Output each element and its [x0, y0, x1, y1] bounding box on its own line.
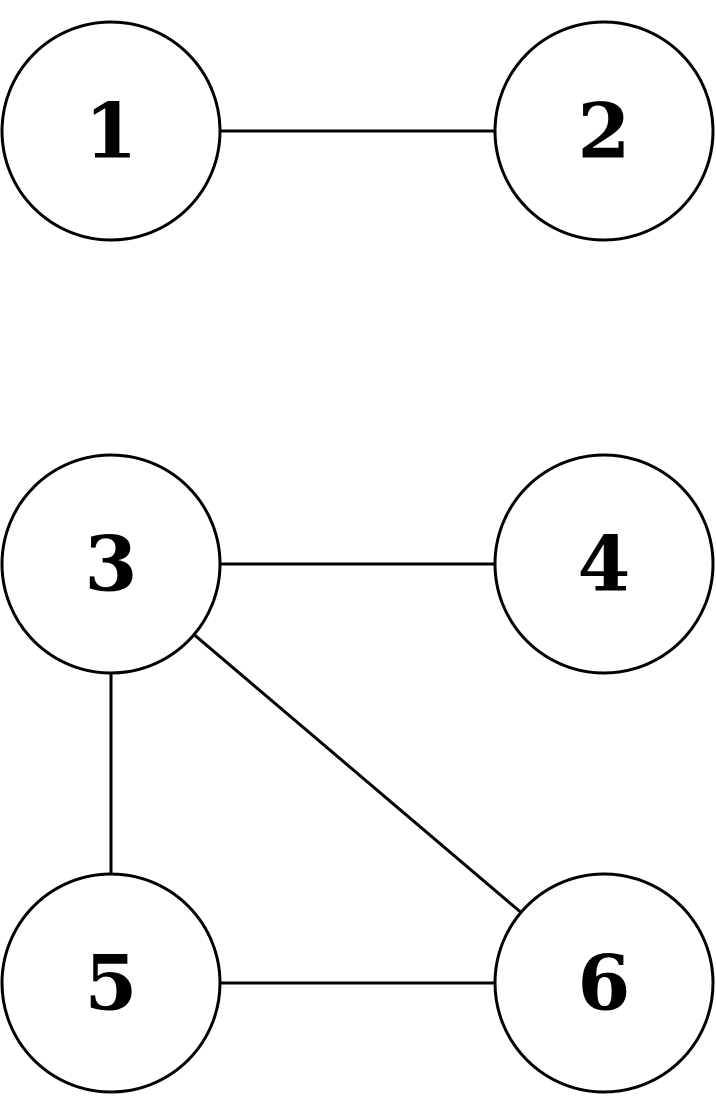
node-circle-5: [0, 872, 222, 1094]
node-label-4: 4: [578, 520, 631, 609]
node-1: 1: [0, 20, 222, 242]
node-circle-4: [493, 453, 715, 675]
node-label-2: 2: [578, 87, 631, 176]
nodes-layer: 1 2 3 4 5 6: [0, 20, 715, 1094]
node-5: 5: [0, 872, 222, 1094]
node-6: 6: [493, 872, 715, 1094]
node-circle-2: [493, 20, 715, 242]
node-circle-6: [493, 872, 715, 1094]
node-label-1: 1: [85, 87, 138, 176]
node-2: 2: [493, 20, 715, 242]
node-3: 3: [0, 453, 222, 675]
edge-3-6: [193, 633, 522, 914]
node-label-6: 6: [578, 939, 631, 1028]
node-circle-3: [0, 453, 222, 675]
node-4: 4: [493, 453, 715, 675]
edges-layer: [109, 129, 522, 985]
node-circle-1: [0, 20, 222, 242]
node-label-5: 5: [85, 939, 138, 1028]
node-label-3: 3: [85, 520, 138, 609]
